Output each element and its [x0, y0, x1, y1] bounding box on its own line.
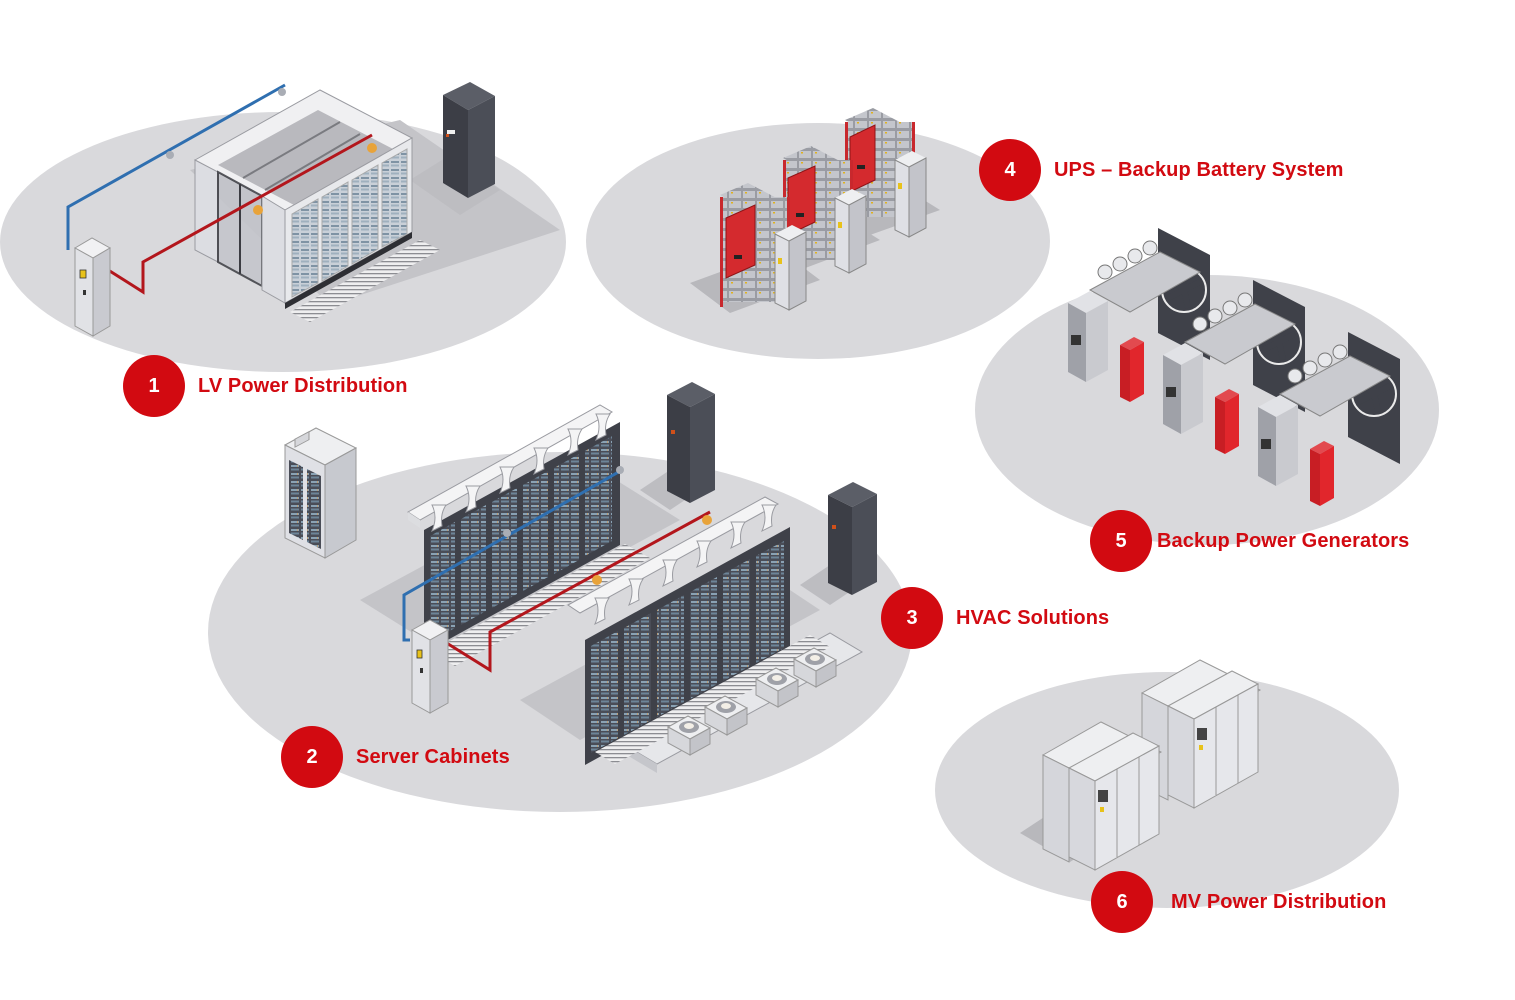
lv-switchboard-icon — [410, 619, 450, 714]
lv-power-distribution-scene — [66, 82, 560, 337]
dark-cabinet-icon — [443, 82, 495, 198]
battery-rack-icon — [845, 108, 927, 238]
cooling-unit-icon — [595, 632, 864, 773]
red-power-pipe — [104, 133, 373, 295]
light-server-rack-icon — [283, 427, 358, 559]
section-label-server-cabinets[interactable]: 2 Server Cabinets — [281, 726, 510, 788]
ups-battery-system-scene — [690, 108, 940, 313]
server-cabinets-scene — [283, 382, 877, 773]
backup-generators-scene — [1068, 228, 1400, 506]
server-containment-pod-icon — [193, 89, 440, 322]
section-number-badge: 3 — [881, 587, 943, 649]
section-number-badge: 2 — [281, 726, 343, 788]
battery-rack-icon — [720, 183, 807, 311]
section-title: LV Power Distribution — [198, 374, 408, 397]
section-label-generators[interactable]: 5 Backup Power Generators — [1090, 510, 1409, 572]
section-label-hvac[interactable]: 3 HVAC Solutions — [881, 587, 1109, 649]
blue-cooling-pipe — [402, 468, 623, 642]
section-title: HVAC Solutions — [956, 606, 1110, 629]
section-number-badge: 6 — [1091, 871, 1153, 933]
mv-switchgear-icon — [1140, 659, 1262, 809]
mv-switchgear-icon — [1041, 721, 1163, 871]
generator-icon — [1258, 332, 1400, 506]
server-rack-icon — [407, 404, 650, 666]
section-number-badge: 5 — [1090, 510, 1152, 572]
section-label-lv-power[interactable]: 1 LV Power Distribution — [123, 355, 408, 417]
section-label-mv-power[interactable]: 6 MV Power Distribution — [1091, 871, 1386, 933]
section-number-badge: 1 — [123, 355, 185, 417]
mv-power-distribution-scene — [1020, 659, 1262, 871]
lv-switchboard-icon — [73, 237, 112, 337]
section-title: Backup Power Generators — [1157, 529, 1410, 552]
battery-rack-icon — [783, 146, 867, 274]
blue-cooling-pipe — [66, 83, 286, 250]
section-title: MV Power Distribution — [1171, 890, 1387, 913]
dark-cabinet-icon — [667, 382, 715, 503]
section-title: UPS – Backup Battery System — [1054, 158, 1344, 181]
section-label-ups[interactable]: 4 UPS – Backup Battery System — [979, 139, 1344, 201]
red-power-pipe — [444, 510, 711, 673]
server-rack-icon — [567, 496, 790, 765]
generator-icon — [1068, 228, 1210, 402]
section-title: Server Cabinets — [356, 745, 510, 768]
dark-cabinet-icon — [828, 482, 877, 595]
section-number-badge: 4 — [979, 139, 1041, 201]
